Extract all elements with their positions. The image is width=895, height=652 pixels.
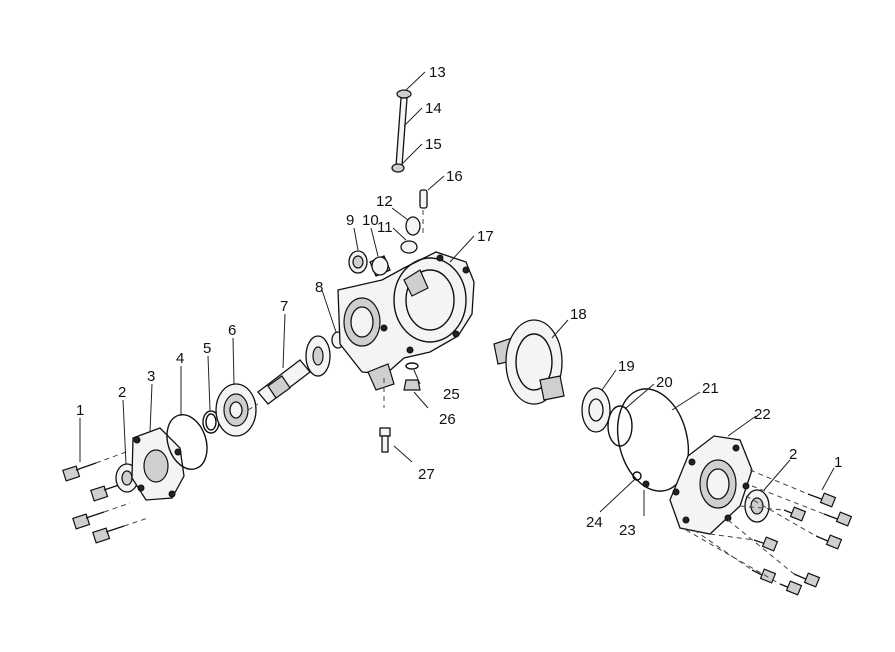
o-ring-4 bbox=[166, 414, 208, 470]
bolt-right-1 bbox=[749, 469, 837, 508]
callout-1-right: 1 bbox=[834, 454, 842, 471]
bushing-12 bbox=[405, 216, 421, 236]
callout-11: 11 bbox=[377, 219, 393, 236]
callout-1-left: 1 bbox=[76, 402, 84, 419]
bearing-cover-left bbox=[131, 427, 185, 501]
callout-17: 17 bbox=[477, 228, 494, 245]
ball-23 bbox=[642, 480, 650, 488]
callout-6: 6 bbox=[228, 322, 236, 339]
callout-20: 20 bbox=[656, 374, 673, 391]
gear-case-housing-17 bbox=[337, 251, 475, 408]
o-ring-24 bbox=[632, 471, 642, 481]
callout-9: 9 bbox=[346, 212, 354, 229]
leader-lines bbox=[79, 71, 835, 516]
bolt-right-3 bbox=[739, 505, 807, 522]
dowel-pin-16 bbox=[419, 189, 428, 236]
callout-2-right: 2 bbox=[789, 446, 797, 463]
bolt-right-5 bbox=[709, 533, 779, 552]
callout-23: 23 bbox=[619, 522, 636, 539]
callout-25: 25 bbox=[443, 386, 460, 403]
washer-25 bbox=[405, 362, 419, 370]
bushing-10 bbox=[369, 255, 391, 277]
bolt-right-2 bbox=[751, 485, 853, 527]
seal-9 bbox=[348, 250, 368, 274]
bearing-cover-right-22 bbox=[669, 435, 753, 535]
bolt-group-right bbox=[685, 469, 853, 596]
bolt-right-7 bbox=[727, 519, 821, 588]
callout-24: 24 bbox=[586, 514, 603, 531]
seal-right bbox=[744, 489, 770, 523]
callout-22: 22 bbox=[754, 406, 771, 423]
vent-hose-14 bbox=[395, 97, 408, 167]
callout-5: 5 bbox=[203, 340, 211, 357]
callout-14: 14 bbox=[425, 100, 442, 117]
callout-27: 27 bbox=[418, 466, 435, 483]
callout-15: 15 bbox=[425, 136, 442, 153]
callout-labels: 1 2 3 4 5 6 7 8 9 10 11 12 13 14 15 16 1… bbox=[76, 64, 842, 539]
clamp-15 bbox=[391, 163, 405, 173]
callout-16: 16 bbox=[446, 168, 463, 185]
washer-11 bbox=[400, 240, 418, 254]
plug-26 bbox=[403, 379, 421, 391]
callout-10: 10 bbox=[362, 212, 379, 229]
o-ring-21 bbox=[616, 388, 690, 492]
callout-3: 3 bbox=[147, 368, 155, 385]
bolt-27 bbox=[379, 427, 391, 453]
ring-gear-18 bbox=[493, 319, 565, 405]
bolt-left-3 bbox=[72, 502, 131, 530]
vent-hose-assembly bbox=[391, 89, 412, 173]
callout-26: 26 bbox=[439, 411, 456, 428]
callout-21: 21 bbox=[702, 380, 719, 397]
bolt-left-4 bbox=[92, 517, 149, 544]
bearing-6 bbox=[215, 383, 257, 437]
callout-7: 7 bbox=[280, 298, 288, 315]
pinion-shaft-7 bbox=[247, 335, 331, 411]
bolt-right-8 bbox=[685, 529, 803, 596]
callout-13: 13 bbox=[429, 64, 446, 81]
thrust-washer-19 bbox=[581, 387, 611, 433]
callout-2-left: 2 bbox=[118, 384, 126, 401]
callout-4: 4 bbox=[176, 350, 184, 367]
bolt-right-4 bbox=[745, 495, 843, 550]
bolt-right-6 bbox=[693, 529, 777, 584]
bolt-left-2 bbox=[90, 483, 123, 502]
bolt-left-1 bbox=[62, 451, 127, 482]
callout-19: 19 bbox=[618, 358, 635, 375]
drain-plug-assembly bbox=[403, 362, 421, 391]
callout-18: 18 bbox=[570, 306, 587, 323]
callout-12: 12 bbox=[376, 193, 393, 210]
clamp-13 bbox=[396, 89, 412, 99]
bolt-group-left bbox=[62, 451, 149, 544]
callout-8: 8 bbox=[315, 279, 323, 296]
